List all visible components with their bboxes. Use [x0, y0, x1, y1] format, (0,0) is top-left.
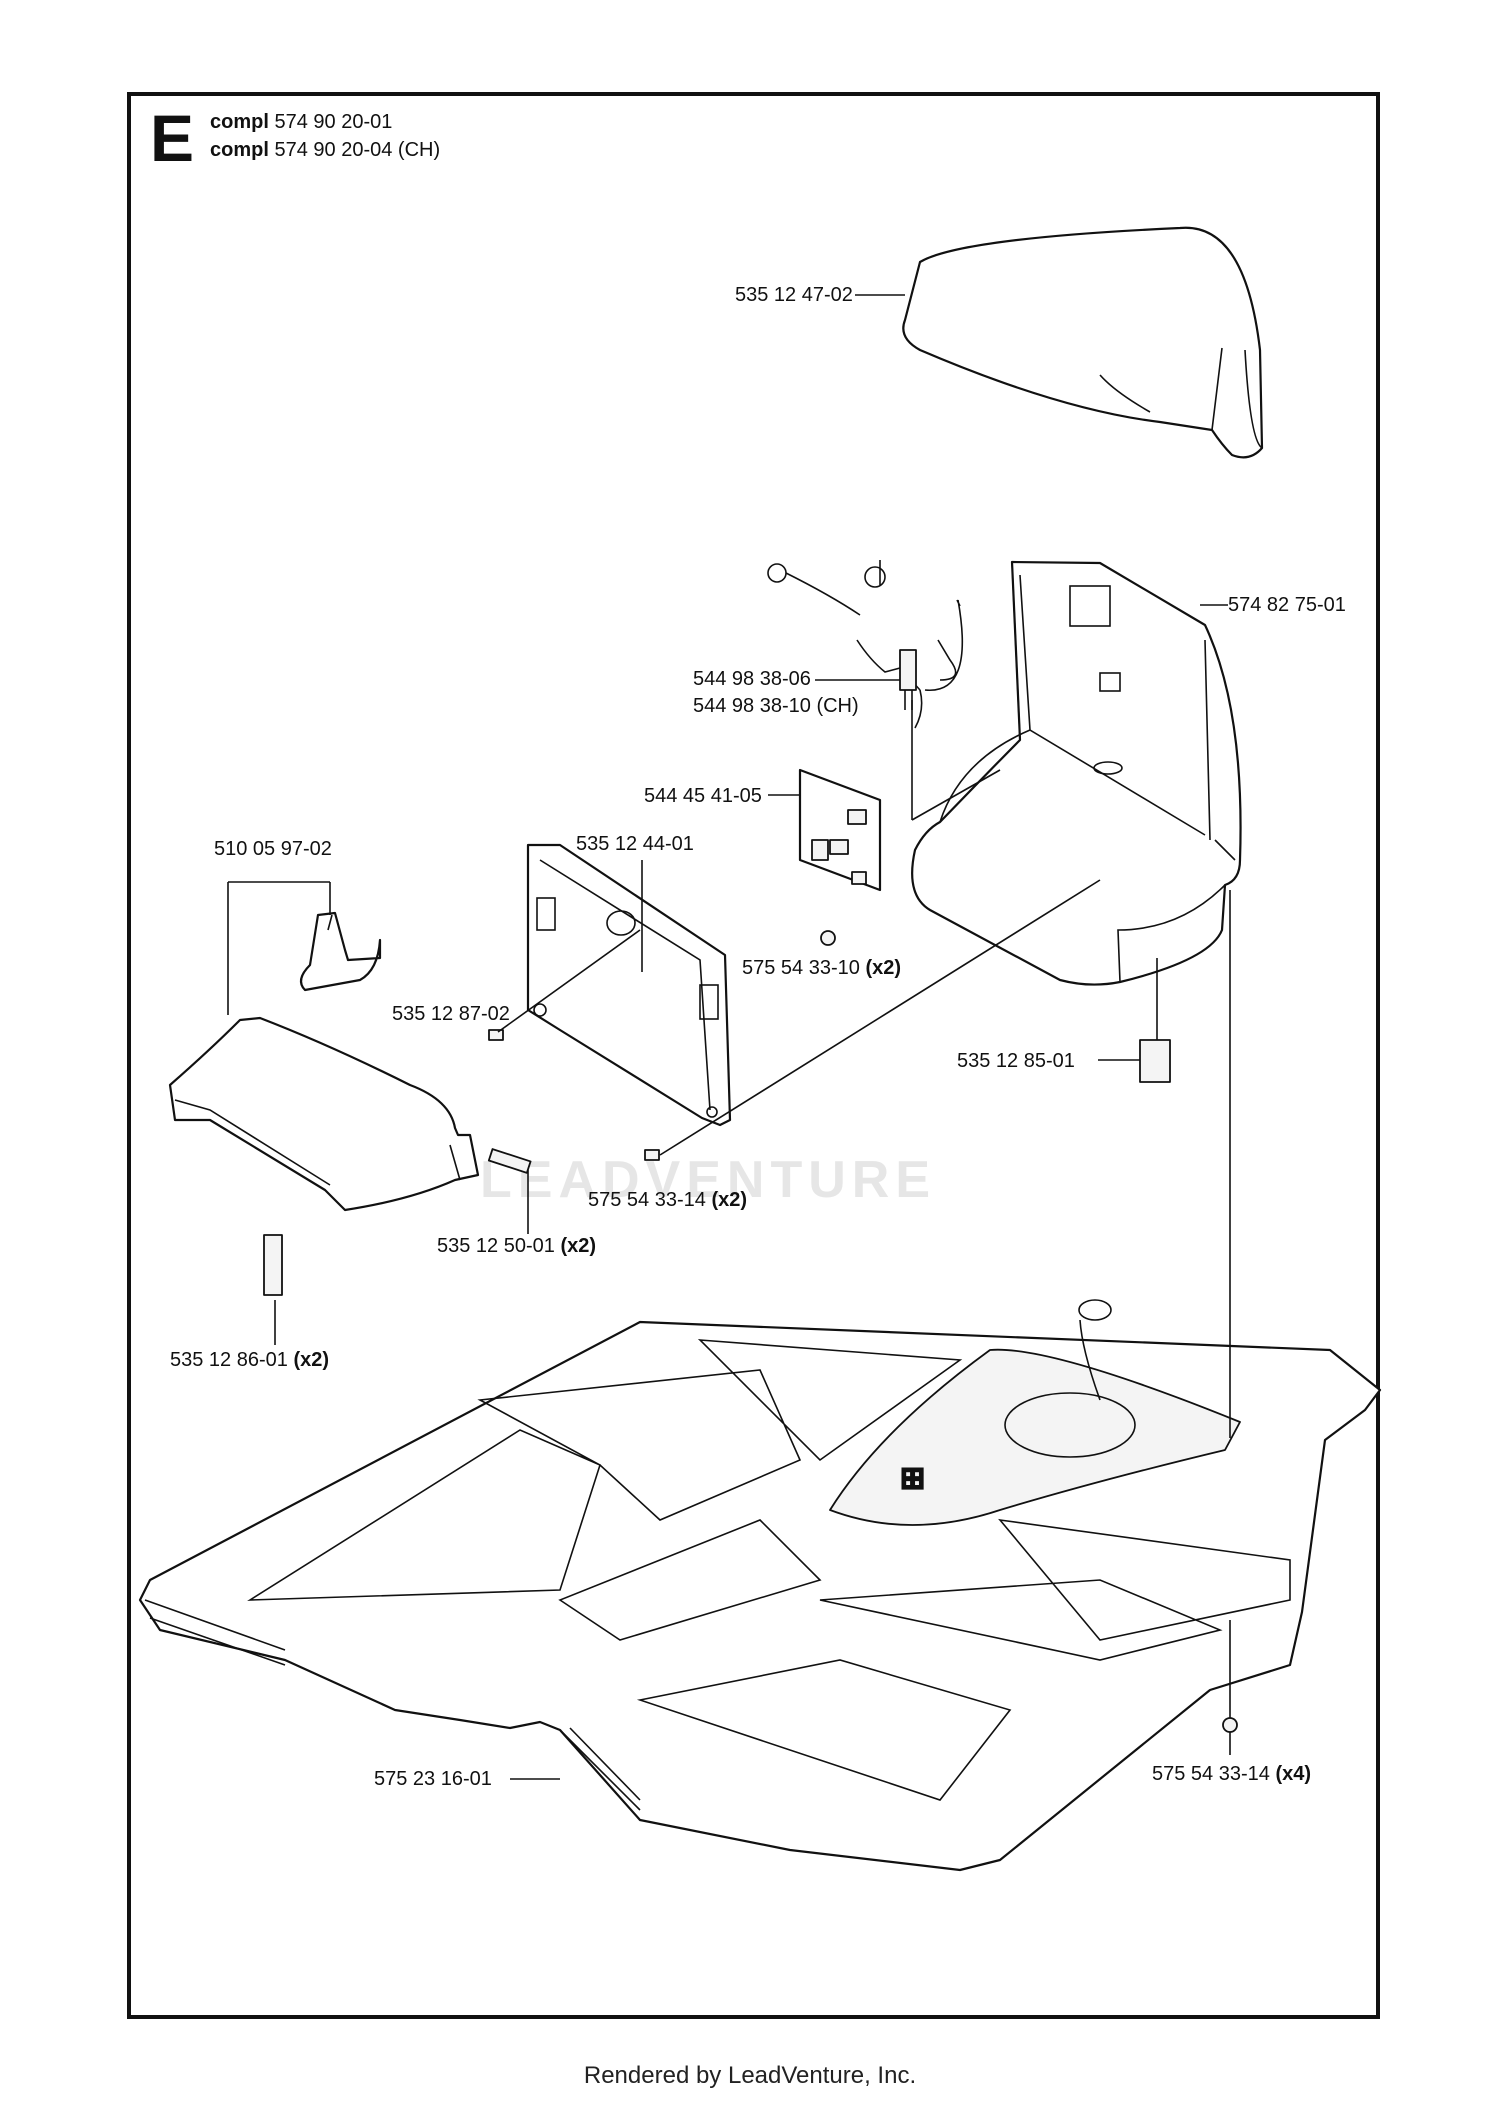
assembly-number-1: compl 574 90 20-01	[210, 111, 393, 133]
assembly-number-2: compl 574 90 20-04 (CH)	[210, 139, 441, 161]
part-label-wire-harness[interactable]: 544 98 38-06	[693, 668, 811, 690]
section-letter: E	[150, 101, 195, 175]
part-label-wire-harness-ch[interactable]: 544 98 38-10 (CH)	[693, 695, 859, 717]
front-cover-part[interactable]	[168, 1016, 480, 1212]
part-label-back-plate[interactable]: 535 12 44-01	[576, 833, 694, 855]
watermark-text: LEADVENTURE	[480, 1151, 937, 1209]
screw-part[interactable]	[644, 1149, 660, 1161]
part-label-sensor[interactable]: 535 12 85-01	[957, 1050, 1075, 1072]
footer-credit: Rendered by LeadVenture, Inc.	[583, 2062, 917, 2089]
logo-mark-icon: ⊞	[900, 1462, 925, 1495]
pin-part[interactable]	[487, 1148, 532, 1174]
housing-part[interactable]	[911, 560, 1242, 986]
part-label-plug[interactable]: 535 12 87-02	[392, 1003, 510, 1025]
strip-part[interactable]	[263, 1234, 283, 1296]
screw-part-pcb[interactable]	[820, 930, 836, 946]
sensor-part[interactable]	[1139, 1039, 1171, 1083]
part-label-circuit-board[interactable]: 544 45 41-05	[644, 785, 762, 807]
part-label-cover[interactable]: 535 12 47-02	[735, 284, 853, 306]
part-label-pin[interactable]: 535 12 50-01 (x2)	[437, 1235, 597, 1257]
diagram-frame	[127, 92, 1380, 2019]
part-label-screw-back-plate[interactable]: 575 54 33-14 (x2)	[588, 1189, 748, 1211]
part-label-screw-pcb[interactable]: 575 54 33-10 (x2)	[742, 957, 902, 979]
back-plate-part[interactable]	[526, 843, 732, 1127]
part-label-screw-base[interactable]: 575 54 33-14 (x4)	[1152, 1763, 1312, 1785]
plug-part[interactable]	[488, 1029, 504, 1041]
leader-lines	[227, 294, 1231, 1780]
wire-harness-part[interactable]	[767, 560, 964, 729]
base-plate-part[interactable]: ⊞	[138, 1299, 1382, 1872]
part-label-base-plate[interactable]: 575 23 16-01	[374, 1768, 492, 1790]
circuit-board-part[interactable]	[798, 768, 882, 892]
screw-part-base[interactable]	[1222, 1717, 1238, 1733]
bracket-part[interactable]	[299, 911, 382, 992]
top-cover-part[interactable]	[902, 226, 1264, 459]
part-label-bracket[interactable]: 510 05 97-02	[214, 838, 332, 860]
part-label-strip[interactable]: 535 12 86-01 (x2)	[170, 1349, 330, 1371]
part-label-housing[interactable]: 574 82 75-01	[1228, 594, 1346, 616]
